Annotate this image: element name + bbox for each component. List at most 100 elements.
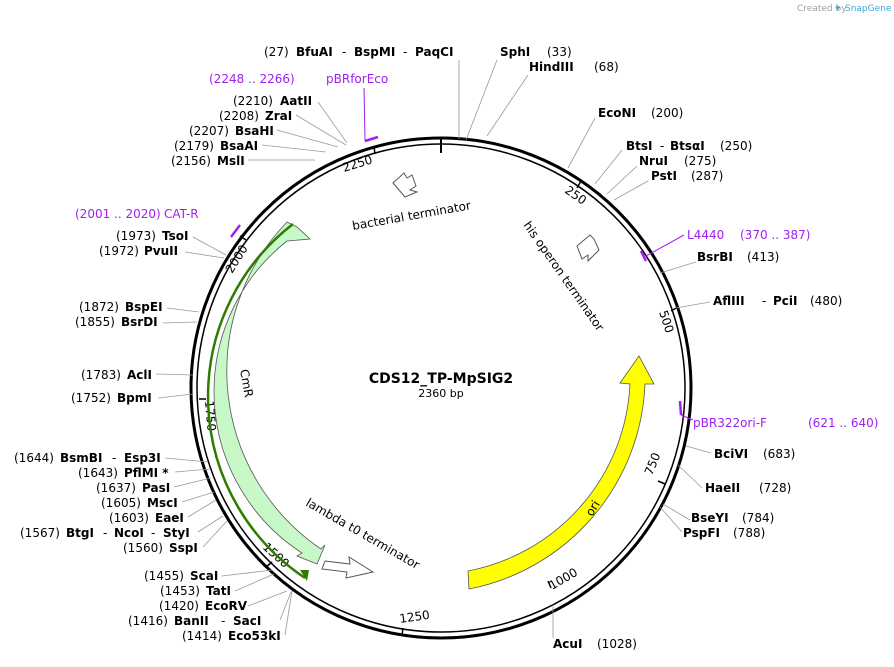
svg-text:(275): (275) — [684, 154, 716, 168]
feature-label-cmr: CmR — [237, 368, 256, 398]
svg-text:(1560): (1560) — [123, 541, 163, 555]
svg-text:(1972): (1972) — [99, 244, 139, 258]
svg-text:EaeI: EaeI — [155, 511, 184, 525]
svg-text:-: - — [103, 526, 107, 540]
cmr-strand-line — [206, 223, 306, 580]
enzyme-label[interactable]: (1752) BpmI — [71, 391, 152, 405]
svg-text:BsaAI: BsaAI — [220, 139, 258, 153]
svg-text:BciVI: BciVI — [714, 447, 748, 461]
svg-text:-: - — [762, 294, 766, 308]
enzyme-label[interactable]: (1560) SspI — [123, 541, 198, 555]
svg-text:PaqCI: PaqCI — [415, 45, 453, 59]
enzyme-label[interactable]: BseYI (784) — [691, 511, 774, 525]
svg-text:TsoI: TsoI — [162, 229, 188, 243]
svg-text:-: - — [403, 45, 407, 59]
enzyme-label[interactable]: (2210) AatII — [233, 94, 312, 108]
primer-name[interactable]: pBR322ori-F — [693, 416, 767, 430]
primer-range: (621 .. 640) — [808, 416, 878, 430]
svg-text:(1453): (1453) — [160, 584, 200, 598]
enzyme-label[interactable]: (1872) BspEI — [79, 300, 163, 314]
enzyme-label[interactable]: (1414) Eco53kI — [182, 629, 281, 643]
svg-text:BpmI: BpmI — [117, 391, 152, 405]
tick-label: 750 — [642, 451, 664, 477]
enzyme-label[interactable]: BtsI - BtsαI (250) — [626, 139, 752, 153]
svg-text:SphI: SphI — [500, 45, 530, 59]
enzyme-label[interactable]: (1637) PasI — [96, 481, 170, 495]
svg-text:BtsI: BtsI — [626, 139, 653, 153]
svg-text:(784): (784) — [742, 511, 774, 525]
enzyme-label[interactable]: PstI (287) — [651, 169, 723, 183]
bacterial-terminator-arrow — [392, 172, 419, 198]
enzyme-label[interactable]: (27) BfuAI - BspMI - PaqCI — [264, 45, 453, 59]
svg-text:(1783): (1783) — [81, 368, 121, 382]
enzyme-label[interactable]: (2208) ZraI — [219, 109, 292, 123]
backbone-outer — [189, 136, 693, 640]
enzyme-label[interactable]: (1855) BsrDI — [75, 315, 158, 329]
enzyme-label[interactable]: (1455) ScaI — [144, 569, 218, 583]
svg-text:PciI: PciI — [773, 294, 798, 308]
svg-text:BsrBI: BsrBI — [697, 250, 733, 264]
snapgene-logo-icon: ✦ — [834, 4, 842, 14]
enzyme-label[interactable]: (1643) PflMI * — [78, 466, 169, 480]
svg-text:BtsαI: BtsαI — [670, 139, 705, 153]
svg-text:SspI: SspI — [169, 541, 198, 555]
svg-text:(2208): (2208) — [219, 109, 259, 123]
svg-text:(2179): (2179) — [174, 139, 214, 153]
svg-text:AclI: AclI — [127, 368, 152, 382]
enzyme-label[interactable]: HaeII (728) — [705, 481, 791, 495]
enzyme-label[interactable]: BsrBI (413) — [697, 250, 779, 264]
svg-text:(200): (200) — [651, 106, 683, 120]
primer-name[interactable]: CAT-R — [164, 207, 199, 221]
svg-text:Eco53kI: Eco53kI — [228, 629, 281, 643]
enzyme-label[interactable]: (1972) PvuII — [99, 244, 178, 258]
enzyme-label[interactable]: PspFI (788) — [683, 526, 765, 540]
credit-text: Created by — [797, 4, 847, 14]
enzyme-label[interactable]: NruI (275) — [639, 154, 716, 168]
primer-name[interactable]: L4440 — [687, 228, 724, 242]
enzyme-label[interactable]: (1603) EaeI — [109, 511, 184, 525]
enzyme-label[interactable]: (1973) TsoI — [116, 229, 188, 243]
enzyme-label[interactable]: AflIII - PciI (480) — [713, 294, 842, 308]
svg-text:PflMI *: PflMI * — [124, 466, 169, 480]
svg-text:AflIII: AflIII — [713, 294, 745, 308]
svg-text:BsrDI: BsrDI — [121, 315, 158, 329]
svg-text:(1028): (1028) — [597, 637, 637, 651]
enzyme-label[interactable]: (1453) TatI — [160, 584, 231, 598]
svg-text:(1644): (1644) — [14, 451, 54, 465]
svg-text:(1643): (1643) — [78, 466, 118, 480]
svg-text:(1752): (1752) — [71, 391, 111, 405]
svg-text:(788): (788) — [733, 526, 765, 540]
svg-text:(1455): (1455) — [144, 569, 184, 583]
enzyme-label[interactable]: (2156) MslI — [171, 154, 245, 168]
svg-text:PspFI: PspFI — [683, 526, 720, 540]
enzyme-label[interactable]: (1420) EcoRV — [159, 599, 248, 613]
ori-feature[interactable] — [467, 355, 655, 590]
enzyme-label[interactable]: BciVI (683) — [714, 447, 795, 461]
enzyme-label[interactable]: (1783) AclI — [81, 368, 152, 382]
svg-text:BtgI: BtgI — [66, 526, 94, 540]
enzyme-label[interactable]: (2179) BsaAI — [174, 139, 258, 153]
enzyme-label[interactable]: (1644) BsmBI - Esp3I — [14, 451, 161, 465]
enzyme-label[interactable]: HindIII (68) — [529, 60, 619, 74]
svg-text:StyI: StyI — [163, 526, 190, 540]
primer-name[interactable]: pBRforEco — [326, 72, 388, 86]
svg-text:PstI: PstI — [651, 169, 677, 183]
enzyme-label[interactable]: EcoNI (200) — [598, 106, 683, 120]
svg-text:-: - — [342, 45, 346, 59]
svg-text:BseYI: BseYI — [691, 511, 729, 525]
svg-text:(1567): (1567) — [20, 526, 60, 540]
svg-text:AcuI: AcuI — [553, 637, 582, 651]
svg-text:(27): (27) — [264, 45, 289, 59]
enzyme-label[interactable]: SphI (33) — [500, 45, 572, 59]
enzyme-label[interactable]: (1416) BanII - SacI — [128, 614, 261, 628]
svg-text:(2156): (2156) — [171, 154, 211, 168]
enzyme-label[interactable]: (1605) MscI — [101, 496, 178, 510]
enzyme-label[interactable]: (1567) BtgI - NcoI - StyI — [20, 526, 190, 540]
enzyme-label[interactable]: AcuI (1028) — [553, 637, 637, 651]
svg-text:EcoRV: EcoRV — [205, 599, 248, 613]
svg-text:BsmBI: BsmBI — [60, 451, 102, 465]
svg-text:(1855): (1855) — [75, 315, 115, 329]
cmr-feature[interactable] — [213, 221, 326, 565]
enzyme-label[interactable]: (2207) BsaHI — [189, 124, 274, 138]
